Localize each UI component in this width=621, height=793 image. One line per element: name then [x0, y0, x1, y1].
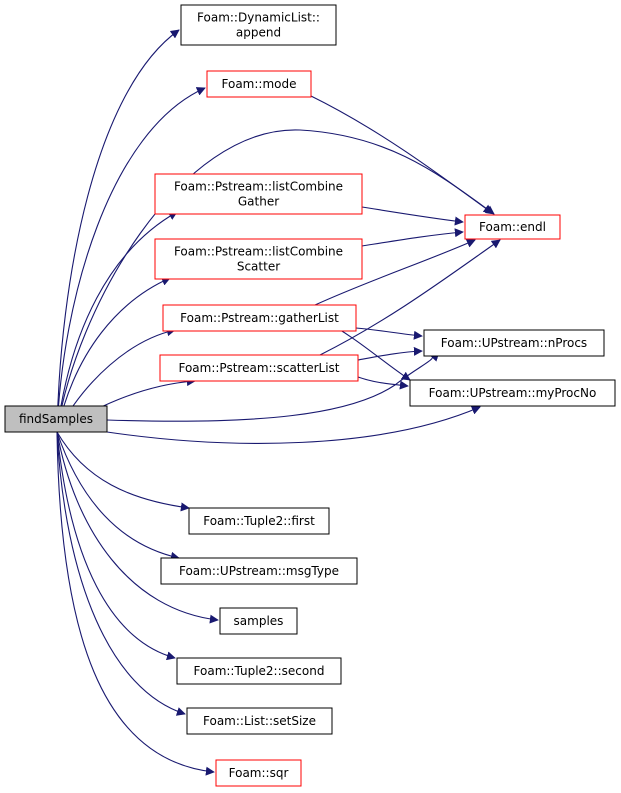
edge-gatherList-to-endl	[314, 239, 476, 306]
node-second[interactable]: Foam::Tuple2::second	[176, 657, 342, 685]
node-myProcNo[interactable]: Foam::UPstream::myProcNo	[409, 379, 616, 407]
node-box-msgType[interactable]	[160, 557, 358, 585]
node-label-samples-0: samples	[234, 614, 284, 628]
node-label-mode-0: Foam::mode	[222, 77, 297, 91]
edge-findSamples-to-samples	[56, 431, 219, 624]
edge-findSamples-to-sqr	[56, 431, 215, 776]
node-label-nProcs-0: Foam::UPstream::nProcs	[441, 336, 587, 350]
node-label-myProcNo-0: Foam::UPstream::myProcNo	[429, 386, 597, 400]
edge-listCombineScatter-to-endl	[361, 228, 464, 247]
edge-findSamples-to-myProcNo	[106, 406, 481, 444]
edge-scatterList-to-endl	[319, 239, 501, 356]
node-mode[interactable]: Foam::mode	[206, 70, 312, 98]
edge-gatherList-to-nProcs	[355, 327, 423, 340]
edge-findSamples-to-append	[56, 29, 180, 433]
node-box-samples[interactable]	[219, 607, 298, 635]
node-box-sqr[interactable]	[215, 759, 302, 787]
node-gatherList[interactable]: Foam::Pstream::gatherList	[162, 304, 357, 332]
edge-scatterList-to-nProcs	[357, 346, 423, 361]
node-label-msgType-0: Foam::UPstream::msgType	[179, 564, 339, 578]
node-label-scatterList-0: Foam::Pstream::scatterList	[178, 361, 339, 375]
node-label-listCombineGather-0: Foam::Pstream::listCombine	[174, 180, 343, 194]
edge-findSamples-to-first	[56, 431, 190, 512]
node-box-scatterList[interactable]	[159, 354, 359, 382]
node-box-nProcs[interactable]	[423, 329, 605, 357]
node-nProcs[interactable]: Foam::UPstream::nProcs	[423, 329, 605, 357]
edge-findSamples-to-nProcs	[106, 353, 440, 422]
node-box-second[interactable]	[176, 657, 342, 685]
node-label-listCombineGather-1: Gather	[238, 195, 279, 209]
node-box-gatherList[interactable]	[162, 304, 357, 332]
node-box-listCombineGather[interactable]	[154, 173, 363, 215]
node-label-second-0: Foam::Tuple2::second	[194, 664, 325, 678]
node-setSize[interactable]: Foam::List::setSize	[186, 707, 333, 735]
node-label-first-0: Foam::Tuple2::first	[203, 514, 315, 528]
node-label-gatherList-0: Foam::Pstream::gatherList	[180, 311, 339, 325]
edge-findSamples-to-endl	[56, 129, 495, 433]
node-box-first[interactable]	[188, 507, 330, 535]
node-append[interactable]: Foam::DynamicList::append	[180, 4, 337, 46]
node-box-append[interactable]	[180, 4, 337, 46]
node-label-sqr-0: Foam::sqr	[229, 766, 289, 780]
node-box-endl[interactable]	[464, 214, 561, 240]
node-scatterList[interactable]: Foam::Pstream::scatterList	[159, 354, 359, 382]
node-box-setSize[interactable]	[186, 707, 333, 735]
edge-listCombineGather-to-endl	[361, 206, 464, 226]
node-label-append-0: Foam::DynamicList::	[197, 11, 320, 25]
node-label-listCombineScatter-0: Foam::Pstream::listCombine	[174, 245, 343, 259]
node-label-findSamples-0: findSamples	[19, 412, 93, 426]
edge-findSamples-to-setSize	[56, 431, 186, 716]
edge-findSamples-to-listCombineScatter	[56, 277, 171, 433]
node-label-listCombineScatter-1: Scatter	[237, 260, 280, 274]
edge-scatterList-to-myProcNo	[357, 376, 409, 390]
node-msgType[interactable]: Foam::UPstream::msgType	[160, 557, 358, 585]
node-box-findSamples[interactable]	[4, 405, 108, 433]
node-endl[interactable]: Foam::endl	[464, 214, 561, 240]
node-findSamples[interactable]: findSamples	[4, 405, 108, 433]
edge-findSamples-to-second	[56, 431, 176, 661]
node-box-listCombineScatter[interactable]	[154, 238, 363, 280]
node-samples[interactable]: samples	[219, 607, 298, 635]
node-box-myProcNo[interactable]	[409, 379, 616, 407]
node-first[interactable]: Foam::Tuple2::first	[188, 507, 330, 535]
node-box-mode[interactable]	[206, 70, 312, 98]
nodes-layer: findSamplesFoam::DynamicList::appendFoam…	[4, 4, 616, 787]
node-label-setSize-0: Foam::List::setSize	[203, 714, 316, 728]
edge-mode-to-endl	[310, 95, 493, 214]
edge-findSamples-to-mode	[56, 87, 206, 433]
node-label-endl-0: Foam::endl	[479, 220, 546, 234]
node-label-append-1: append	[236, 26, 281, 40]
node-sqr[interactable]: Foam::sqr	[215, 759, 302, 787]
edge-findSamples-to-msgType	[56, 431, 180, 561]
edge-findSamples-to-listCombineGather	[56, 211, 178, 433]
